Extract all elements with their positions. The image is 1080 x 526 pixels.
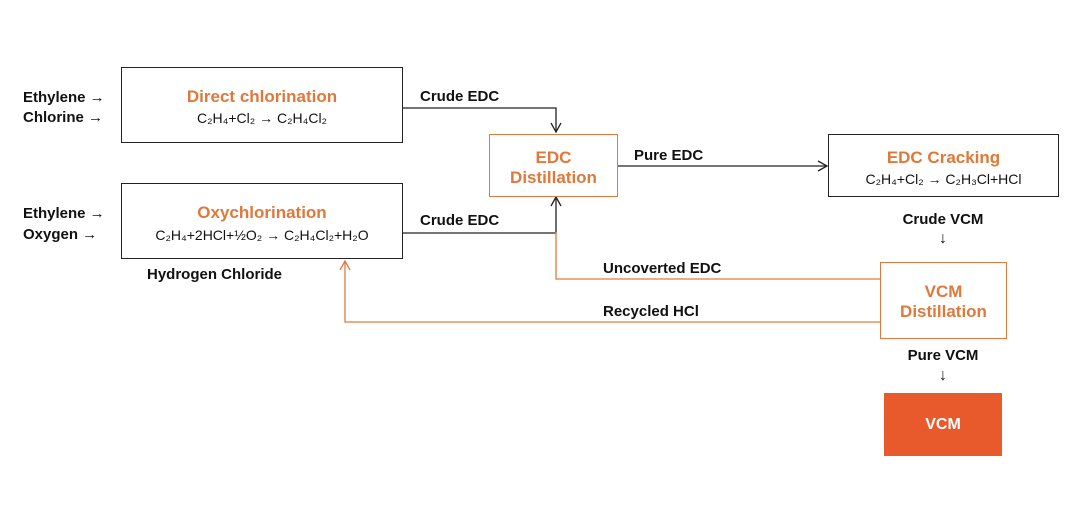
oxychlorination-title: Oxychlorination: [197, 203, 327, 222]
oxychlorination-formula: C₂H₄+2HCl+½O₂ → C₂H₄Cl₂+H₂O: [155, 227, 369, 243]
oxychlorination-box: Oxychlorination C₂H₄+2HCl+½O₂ → C₂H₄Cl₂+…: [121, 183, 403, 259]
vcm-product-title: VCM: [925, 416, 961, 433]
uncoverted-edc-label: Uncoverted EDC: [603, 260, 722, 277]
recycled-hcl-label: Recycled HCl: [603, 303, 699, 320]
oxygen-feed: Oxygen →: [23, 226, 98, 243]
direct-chlorination-box: Direct chlorination C₂H₄+Cl₂ → C₂H₄Cl₂: [121, 67, 403, 143]
direct-chlorination-formula: C₂H₄+Cl₂ → C₂H₄Cl₂: [196, 110, 327, 126]
recycled-hcl-line: [339, 259, 880, 323]
crude-edc-label-1: Crude EDC: [420, 88, 500, 105]
edc-distillation-box: EDC Distillation: [489, 134, 618, 197]
pure-vcm-down-arrow-icon: ↓: [939, 367, 947, 384]
direct-chlorination-title: Direct chlorination: [186, 87, 338, 106]
chlorine-feed: Chlorine →: [23, 109, 104, 126]
edc-cracking-box: EDC Cracking C₂H₄+Cl₂ → C₂H₃Cl+HCl: [828, 134, 1059, 197]
hydrogen-chloride-label: Hydrogen Chloride: [147, 266, 283, 283]
edc-cracking-title: EDC Cracking: [886, 148, 1001, 167]
pure-edc-label: Pure EDC: [634, 147, 704, 164]
vcm-distillation-title-line2: Distillation: [900, 302, 987, 321]
edc-distillation-title-line2: Distillation: [510, 168, 597, 187]
edc-cracking-formula: C₂H₄+Cl₂ → C₂H₃Cl+HCl: [865, 171, 1022, 187]
vcm-product-box: VCM: [884, 393, 1002, 456]
pure-vcm-label: Pure VCM: [907, 347, 979, 364]
ethylene-feed-2: Ethylene →: [23, 205, 105, 222]
crude-vcm-label: Crude VCM: [902, 211, 984, 228]
vcm-distillation-box: VCM Distillation: [880, 262, 1007, 339]
edc-distillation-title-line1: EDC: [535, 148, 572, 167]
crude-edc-label-2: Crude EDC: [420, 212, 500, 229]
crude-vcm-down-arrow-icon: ↓: [939, 230, 947, 247]
uncoverted-edc-line: [555, 232, 880, 280]
crude-edc-line-1: [403, 107, 562, 134]
ethylene-feed-1: Ethylene →: [23, 89, 105, 106]
vcm-distillation-title-line1: VCM: [924, 282, 963, 301]
